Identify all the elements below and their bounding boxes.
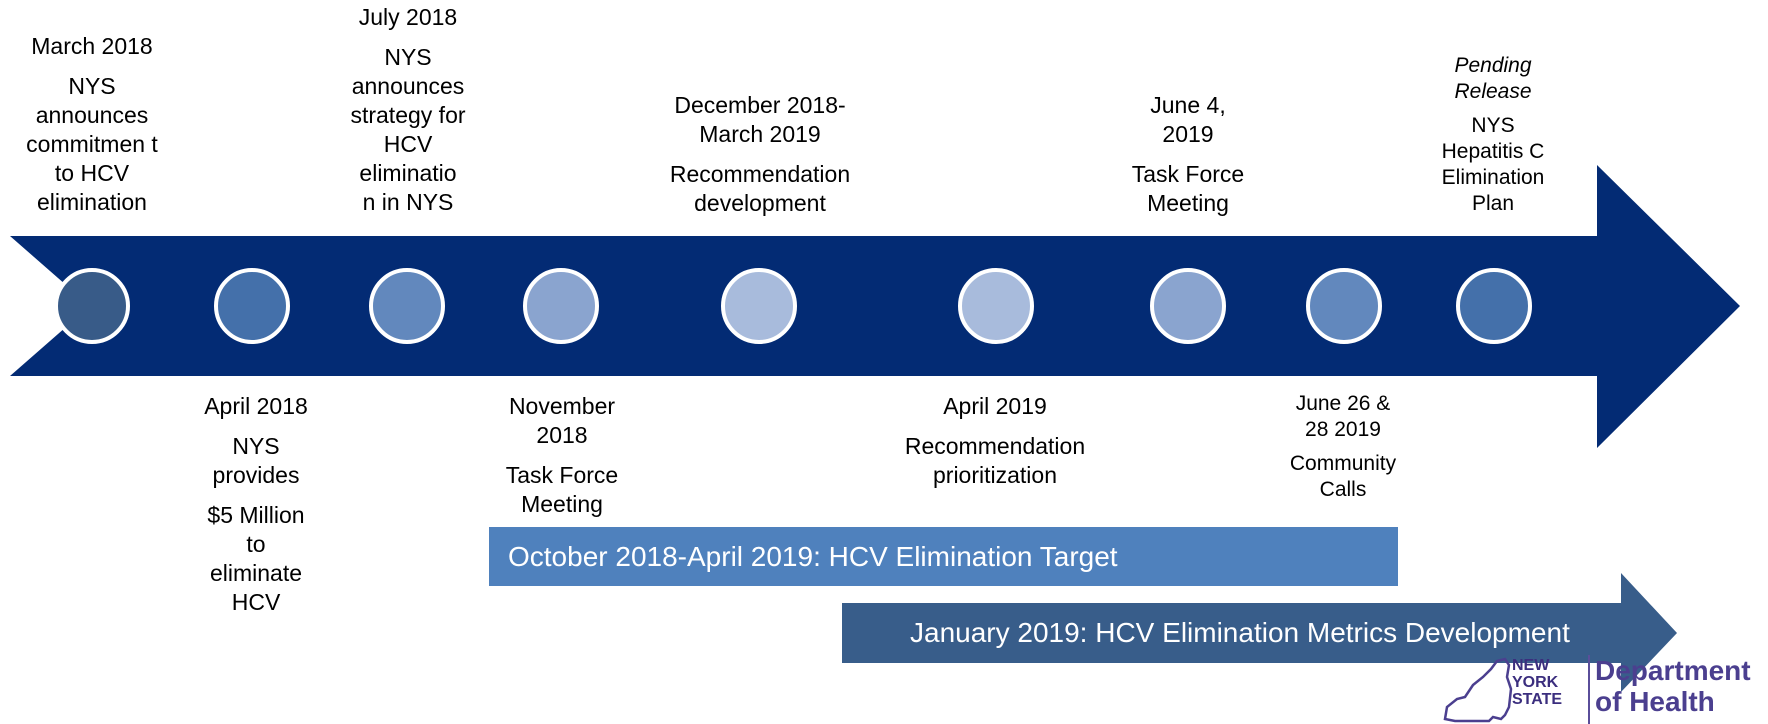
milestone-pending-release: Pending Release NYS Hepatitis C Eliminat… — [1423, 53, 1563, 217]
dept-line2: of Health — [1595, 686, 1715, 717]
milestone-desc: NYS Hepatitis C Elimination Plan — [1441, 114, 1545, 215]
milestone-marker — [214, 268, 290, 344]
milestone-marker — [721, 268, 797, 344]
state-line1: NEW — [1512, 657, 1550, 674]
milestone-dec-2018-mar-2019: December 2018- March 2019 Recommendation… — [655, 91, 865, 218]
milestone-desc: NYS announces strategy for HCV eliminati… — [350, 44, 466, 215]
milestone-desc-2: $5 Million to eliminate HCV — [207, 502, 305, 615]
milestone-july-2018: July 2018 NYS announces strategy for HCV… — [338, 3, 478, 217]
milestone-marker — [1456, 268, 1532, 344]
milestone-desc: Community Calls — [1289, 452, 1397, 501]
milestone-date: April 2018 — [204, 393, 308, 419]
milestone-desc: Task Force Meeting — [505, 462, 619, 517]
milestone-date: November 2018 — [508, 393, 616, 448]
state-line2: YORK — [1512, 674, 1559, 691]
milestone-november-2018: November 2018 Task Force Meeting — [492, 392, 632, 519]
elimination-target-label: October 2018-April 2019: HCV Elimination… — [508, 541, 1118, 572]
milestone-desc: Recommendation prioritization — [904, 433, 1086, 488]
new-york-state-text: NEW YORK STATE — [1512, 657, 1562, 708]
milestone-date: April 2019 — [943, 393, 1047, 419]
milestone-desc: Recommendation development — [669, 161, 851, 216]
metrics-development-label: January 2019: HCV Elimination Metrics De… — [910, 617, 1570, 648]
milestone-date: June 26 & 28 2019 — [1295, 392, 1391, 441]
milestone-date: July 2018 — [358, 4, 458, 30]
logo-divider — [1588, 655, 1590, 724]
milestone-april-2019: April 2019 Recommendation prioritization — [890, 392, 1100, 490]
milestone-marker — [1306, 268, 1382, 344]
milestone-june-4-2019: June 4, 2019 Task Force Meeting — [1118, 91, 1258, 218]
milestone-date: March 2018 — [31, 33, 153, 59]
milestone-date: Pending Release — [1454, 54, 1532, 103]
milestone-marker — [958, 268, 1034, 344]
milestone-marker — [369, 268, 445, 344]
milestone-date: June 4, 2019 — [1150, 92, 1226, 147]
milestone-marker — [54, 268, 130, 344]
state-line3: STATE — [1512, 691, 1563, 708]
nys-doh-logo: NEW YORK STATE Department of Health — [1435, 655, 1765, 724]
milestone-desc: Task Force Meeting — [1131, 161, 1245, 216]
department-of-health-text: Department of Health — [1595, 655, 1751, 717]
milestone-june-26-28-2019: June 26 & 28 2019 Community Calls — [1273, 391, 1413, 503]
metrics-development-arrow — [842, 573, 1677, 692]
milestone-marker — [1150, 268, 1226, 344]
milestone-date: December 2018- March 2019 — [674, 92, 846, 147]
nys-map-icon — [1443, 657, 1513, 723]
milestone-april-2018: April 2018 NYS provides $5 Million to el… — [186, 392, 326, 617]
milestone-march-2018: March 2018 NYS announces commitmen t to … — [22, 32, 162, 217]
dept-line1: Department — [1595, 655, 1751, 686]
timeline-arrow — [10, 165, 1740, 448]
elimination-target-bar — [489, 527, 1398, 586]
milestone-desc: NYS announces commitmen t to HCV elimina… — [26, 73, 158, 215]
milestone-marker — [523, 268, 599, 344]
milestone-desc: NYS provides — [212, 433, 300, 488]
